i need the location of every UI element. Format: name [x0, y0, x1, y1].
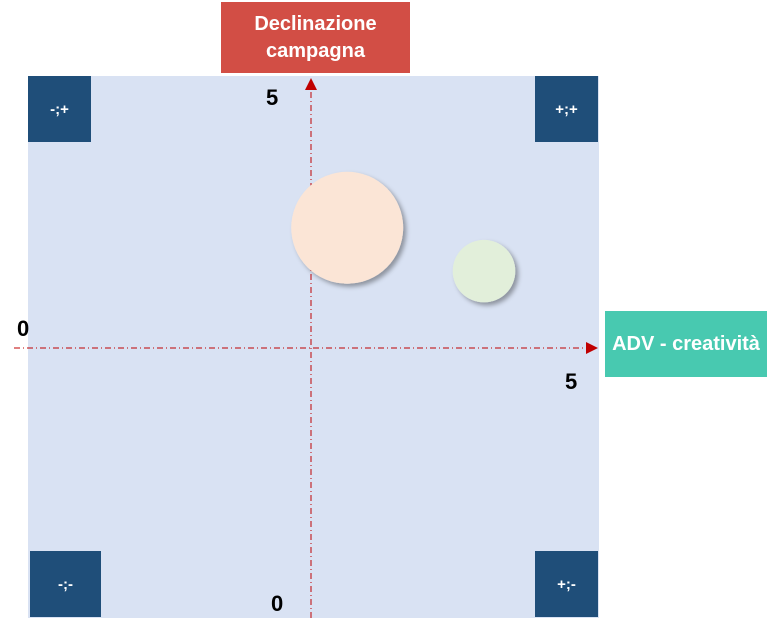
x-axis-title: ADV - creatività: [605, 311, 767, 377]
bubble-point-1: [291, 171, 404, 284]
y-tick-min: 0: [271, 591, 284, 616]
x-axis-arrow: [586, 342, 598, 354]
quadrant-label-top-right: +;+: [535, 76, 598, 142]
quadrant-label-bottom-left: -;-: [30, 551, 101, 617]
quadrant-label-top-left: -;+: [28, 76, 91, 142]
y-axis-title: Declinazione campagna: [221, 2, 410, 73]
y-axis-arrow: [305, 78, 317, 90]
quadrant-label-bottom-right: +;-: [535, 551, 598, 617]
x-tick-min: 0: [17, 316, 30, 341]
bubble-point-2: [452, 239, 516, 303]
plot-area: [28, 76, 599, 618]
x-tick-max: 5: [565, 369, 578, 394]
y-tick-max: 5: [266, 85, 279, 110]
